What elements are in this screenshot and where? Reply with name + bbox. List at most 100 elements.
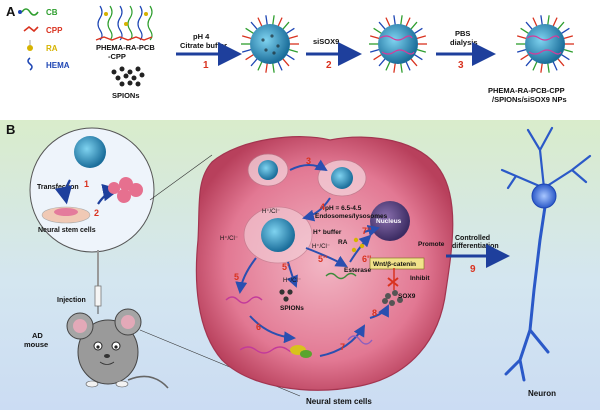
step1-label: pH 4 Citrate buffer <box>180 32 227 50</box>
h-cl-label-1: H⁺/Cl⁻ <box>262 208 280 215</box>
polymer-strand <box>325 272 357 280</box>
ra-dot-icon <box>27 40 33 51</box>
zoom-line-top <box>149 154 213 201</box>
inset-neural-stem-cells-label: Neural stem cells <box>38 227 96 234</box>
panel-a-label: A <box>6 4 16 19</box>
polymer-chains-icon <box>95 5 153 41</box>
released-spions-icon <box>279 289 293 302</box>
inset-step2: 2 <box>94 208 99 218</box>
neural-stem-cells-label: Neural stem cells <box>306 397 372 406</box>
cb-chain-icon <box>18 8 39 16</box>
neuron-icon <box>500 126 592 382</box>
arrow-6pp <box>349 234 372 263</box>
h-cl-label-2: H⁺/Cl⁻ <box>220 235 238 242</box>
arrow-5pp <box>305 247 348 267</box>
step3-number: 3 <box>458 60 464 71</box>
h-cl-label-4: H⁺/Cl⁻ <box>283 277 301 284</box>
nanoparticle-3 <box>516 15 574 73</box>
step-7: 7 <box>340 342 345 352</box>
nucleus-icon <box>370 201 410 241</box>
inset-arrow-1 <box>54 179 73 205</box>
step-7pp: 7'' <box>362 226 371 236</box>
injection-label: Injection <box>57 297 86 304</box>
polymer-label: PHEMA-RA-PCB -CPP <box>96 43 157 61</box>
step3-label: PBS dialysis <box>450 29 478 47</box>
step-5pp: 5'' <box>318 254 327 264</box>
arrow-6 <box>249 315 296 344</box>
step-6: 6 <box>256 322 261 332</box>
endosome-line1: pH = 6.5-4.5 <box>325 205 362 212</box>
step1-line1: pH 4 <box>193 32 210 41</box>
arrow-7pp <box>363 224 380 237</box>
step-6pp: 6'' <box>362 254 371 264</box>
step-8: 8 <box>372 308 377 318</box>
arrow-5 <box>235 257 257 294</box>
syringe-icon <box>94 250 102 314</box>
inhibit-x-icon <box>387 277 399 287</box>
ra-label: RA <box>338 239 348 246</box>
controlled-diff-line2: differentiation <box>452 243 499 250</box>
transfected-cells-icon <box>108 177 143 203</box>
step1-line2: Citrate buffer <box>180 41 227 50</box>
legend-ra: RA <box>46 44 58 53</box>
spions-cell-label: SPIONs <box>280 305 304 312</box>
step2-number: 2 <box>326 60 332 71</box>
nucleus-label: Nucleus <box>376 218 402 225</box>
neuron-label: Neuron <box>528 389 556 398</box>
polymer-label-line1: PHEMA-RA-PCB <box>96 43 155 52</box>
sox9-cluster-icon <box>382 290 403 306</box>
inset-nanoparticle <box>74 136 106 168</box>
product-label: PHEMA-RA-PCB-CPP /SPIONs/siSOX9 NPs <box>488 86 567 104</box>
wnt-label: Wnt/β-catenin <box>373 261 416 268</box>
arrow-4 <box>302 197 331 222</box>
ad-mouse-line2: mouse <box>24 340 48 349</box>
nanoparticle-1 <box>241 15 299 73</box>
hema-wave-icon <box>27 57 33 71</box>
endosome-label: pH = 6.5-4.5 Endosomes/lysosomes <box>315 205 388 220</box>
arrow-8 <box>369 304 389 319</box>
transfection-inset: Transfection 1 2 Neural stem cells <box>29 127 155 253</box>
step-9: 9 <box>470 264 476 275</box>
ad-mouse-label: AD mouse <box>24 331 48 349</box>
arrow-7 <box>319 324 366 357</box>
step-5: 5 <box>234 272 239 282</box>
product-line1: PHEMA-RA-PCB-CPP <box>488 86 565 95</box>
transfection-label: Transfection <box>37 184 79 191</box>
step3-line2: dialysis <box>450 38 478 47</box>
legend-cb: CB <box>46 8 58 17</box>
legend-hema: HEMA <box>46 61 70 70</box>
ra-molecules-icon <box>351 237 365 253</box>
inset-step1: 1 <box>84 179 89 189</box>
step2-label: siSOX9 <box>313 37 339 46</box>
mrna-strand <box>347 335 373 345</box>
step-3: 3 <box>306 156 311 166</box>
cpp-chevron-icon <box>23 25 39 33</box>
polymer-label-line2: -CPP <box>108 52 126 61</box>
h-buffer-label: H⁺ buffer <box>313 229 342 236</box>
panel-a: A CB CPP RA HEMA <box>6 4 574 104</box>
panel-b-label: B <box>6 122 15 137</box>
neural-stem-cell: Nucleus Wnt/β-catenin <box>195 136 454 391</box>
product-line2: /SPIONs/siSOX9 NPs <box>492 95 567 104</box>
arrow-3 <box>289 159 328 172</box>
endosome-line2: Endosomes/lysosomes <box>315 213 388 220</box>
step1-number: 1 <box>203 60 209 71</box>
step3-line1: PBS <box>455 29 470 38</box>
spions-icon <box>111 66 145 87</box>
controlled-diff-line1: Controlled <box>455 235 490 242</box>
step-5p: 5' <box>282 262 289 272</box>
sox9-label: SOX9 <box>398 293 416 300</box>
legend-cpp: CPP <box>46 26 63 35</box>
legend: CB CPP RA HEMA <box>18 8 70 71</box>
h-cl-label-3: H⁺/Cl⁻ <box>312 243 330 250</box>
arrow-5p <box>286 261 298 288</box>
panel-b: B Transfection 1 2 Neural stem cells Inj… <box>0 120 600 410</box>
mouse-icon <box>66 308 169 389</box>
spions-label: SPIONs <box>112 91 140 100</box>
esterase-label: Esterase <box>344 267 371 274</box>
wnt-box <box>369 257 425 270</box>
sirna-strand-1 <box>225 296 263 304</box>
inhibit-label: Inhibit <box>410 275 430 282</box>
cells-in-dish-icon <box>54 208 78 216</box>
